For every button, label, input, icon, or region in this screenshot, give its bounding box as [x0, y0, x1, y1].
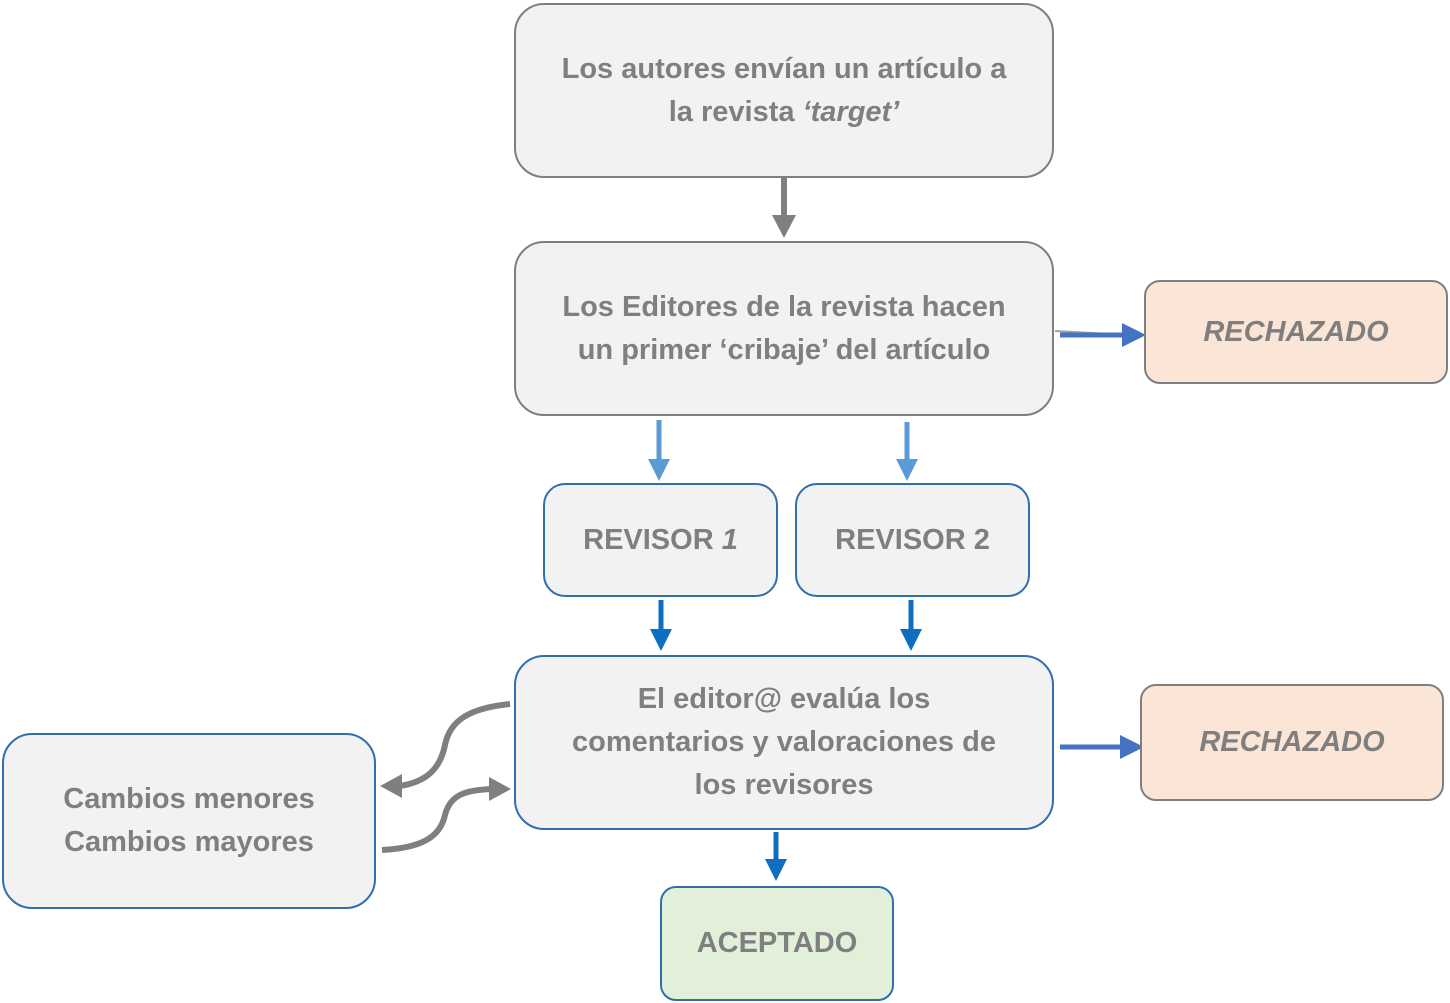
evaluation-line-1: El editor@ evalúa los: [637, 683, 931, 715]
node-changes: Cambios menores Cambios mayores: [2, 733, 376, 909]
submit-line-2-text: la revista: [668, 95, 803, 128]
node-rejected-evaluation: RECHAZADO: [1140, 684, 1444, 801]
evaluation-line-2: comentarios y valoraciones de: [572, 726, 996, 758]
arrow-submit-to-screening: [772, 178, 796, 238]
evaluation-line-3: los revisores: [694, 769, 874, 801]
arrow-screening-to-reviewer-2: [896, 422, 918, 481]
rejected-label-2: RECHAZADO: [1199, 726, 1385, 758]
node-accepted: ACEPTADO: [660, 886, 894, 1001]
arrow-changes-to-evaluation: [381, 777, 511, 853]
node-rejected-screening: RECHAZADO: [1144, 280, 1448, 384]
screening-line-2: un primer ‘cribaje’ del artículo: [577, 333, 991, 366]
arrow-evaluation-to-reject: [1060, 735, 1144, 759]
changes-minor: Cambios menores: [63, 783, 315, 815]
rejected-label-1: RECHAZADO: [1203, 315, 1389, 348]
changes-major: Cambios mayores: [64, 826, 314, 858]
reviewer-1-prefix: REVISOR: [583, 523, 722, 556]
submit-line-2: la revista ‘target’: [669, 91, 900, 134]
reviewer-2-label: REVISOR 2: [835, 523, 990, 556]
submit-target-word: ‘target’: [802, 95, 900, 128]
node-reviewer-2: REVISOR 2: [795, 483, 1030, 597]
reviewer-1-number: 1: [721, 523, 738, 556]
arrow-screening-to-reviewer-1: [648, 420, 670, 481]
arrow-evaluation-to-accepted: [765, 832, 787, 881]
arrow-reviewer-1-to-evaluation: [650, 600, 672, 651]
reviewer-1-label: REVISOR 1: [583, 519, 738, 562]
node-reviewer-1: REVISOR 1: [543, 483, 778, 597]
arrow-evaluation-to-changes: [380, 701, 511, 798]
node-editors-screening: Los Editores de la revista hacen un prim…: [514, 241, 1054, 416]
submit-line-1: Los autores envían un artículo a: [561, 52, 1007, 85]
arrow-screening-to-reject: [1054, 323, 1146, 347]
node-editor-evaluation: El editor@ evalúa los comentarios y valo…: [514, 655, 1054, 830]
node-authors-submit: Los autores envían un artículo a la revi…: [514, 3, 1054, 178]
arrow-reviewer-2-to-evaluation: [900, 600, 922, 651]
screening-line-1: Los Editores de la revista hacen: [562, 290, 1006, 323]
accepted-label: ACEPTADO: [696, 927, 858, 959]
